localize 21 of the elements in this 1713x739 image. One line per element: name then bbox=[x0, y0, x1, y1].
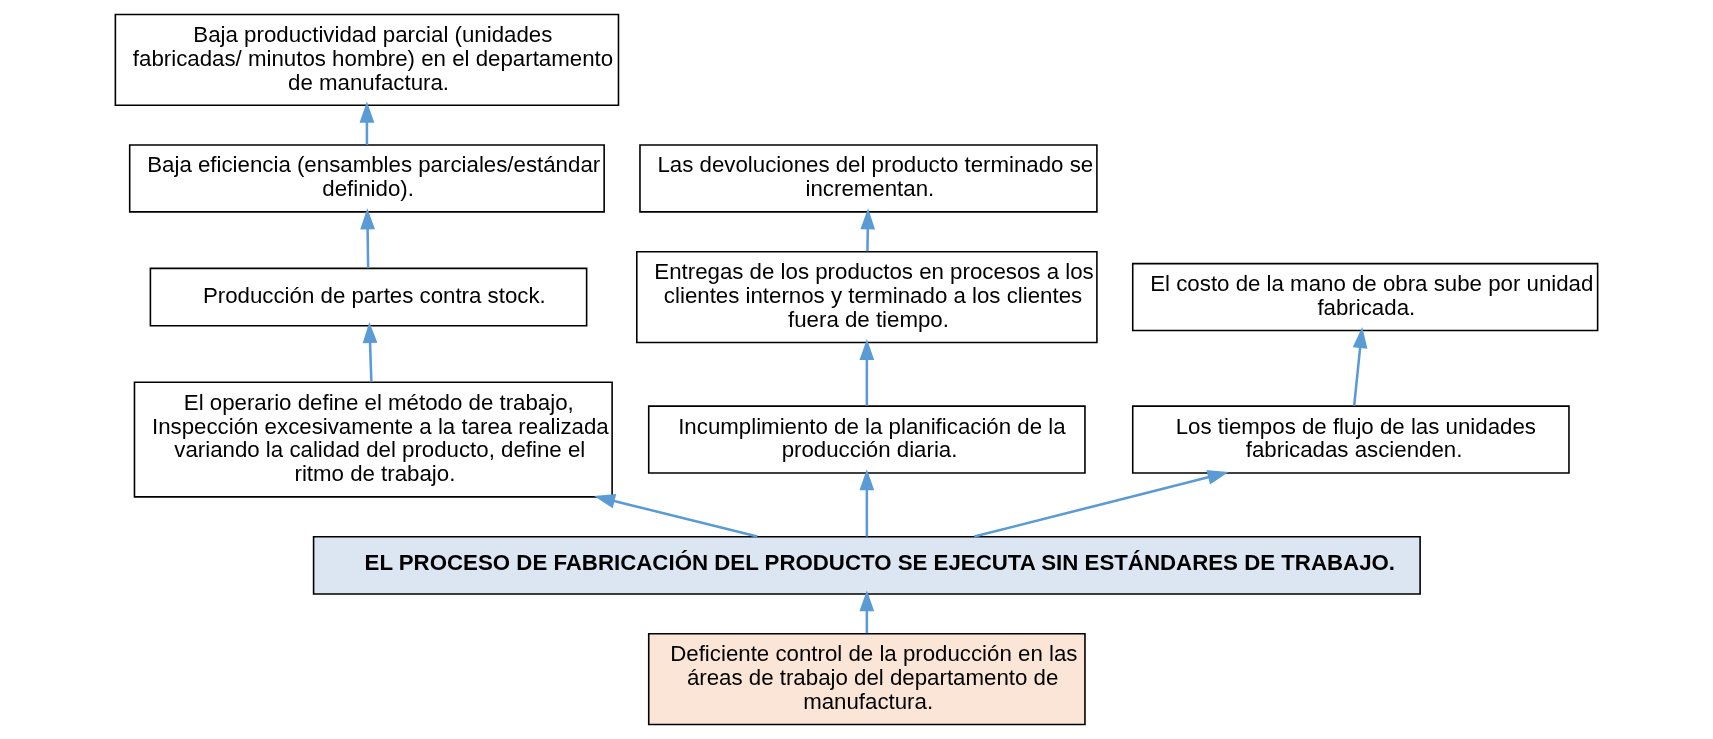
node-box: Baja productividad parcial (unidades fabricadas/ minutos hombre) en el departamento de manufactura. bbox=[114, 13, 620, 106]
node-box: Las devoluciones del producto terminado se incrementan. bbox=[639, 144, 1098, 213]
arrow bbox=[1352, 326, 1368, 406]
arrow bbox=[859, 590, 875, 634]
arrow bbox=[359, 101, 375, 145]
arrow bbox=[594, 493, 758, 538]
node-box: Baja eficiencia (ensambles parciales/estándar definido). bbox=[128, 144, 605, 213]
arrow bbox=[859, 339, 875, 406]
node-box: El operario define el método de trabajo, Inspección excesivamente a la tarea realizada variando la calidad del producto, define el ritmo de trabajo. bbox=[133, 381, 613, 498]
arrow bbox=[973, 470, 1229, 538]
node-box: Entregas de los productos en procesos a los clientes internos y terminado a los clientes fuera de tiempo. bbox=[636, 250, 1098, 344]
arrow bbox=[362, 322, 378, 383]
arrow bbox=[860, 208, 876, 252]
node-box: El costo de la mano de obra sube por unidad fabricada. bbox=[1131, 262, 1599, 332]
node-box: Producción de partes contra stock. bbox=[149, 267, 588, 327]
node-box: EL PROCESO DE FABRICACIÓN DEL PRODUCTO SE EJECUTA SIN ESTÁNDARES DE TRABAJO. bbox=[312, 535, 1421, 595]
arrow bbox=[360, 208, 375, 269]
node-box: Incumplimiento de la planificación de la producción diaria. bbox=[647, 405, 1086, 474]
arrow bbox=[859, 469, 875, 537]
node-box: Los tiempos de flujo de las unidades fabricadas ascienden. bbox=[1131, 405, 1570, 474]
node-box: Deficiente control de la producción en las áreas de trabajo del departamento de manufactura. bbox=[647, 633, 1086, 726]
